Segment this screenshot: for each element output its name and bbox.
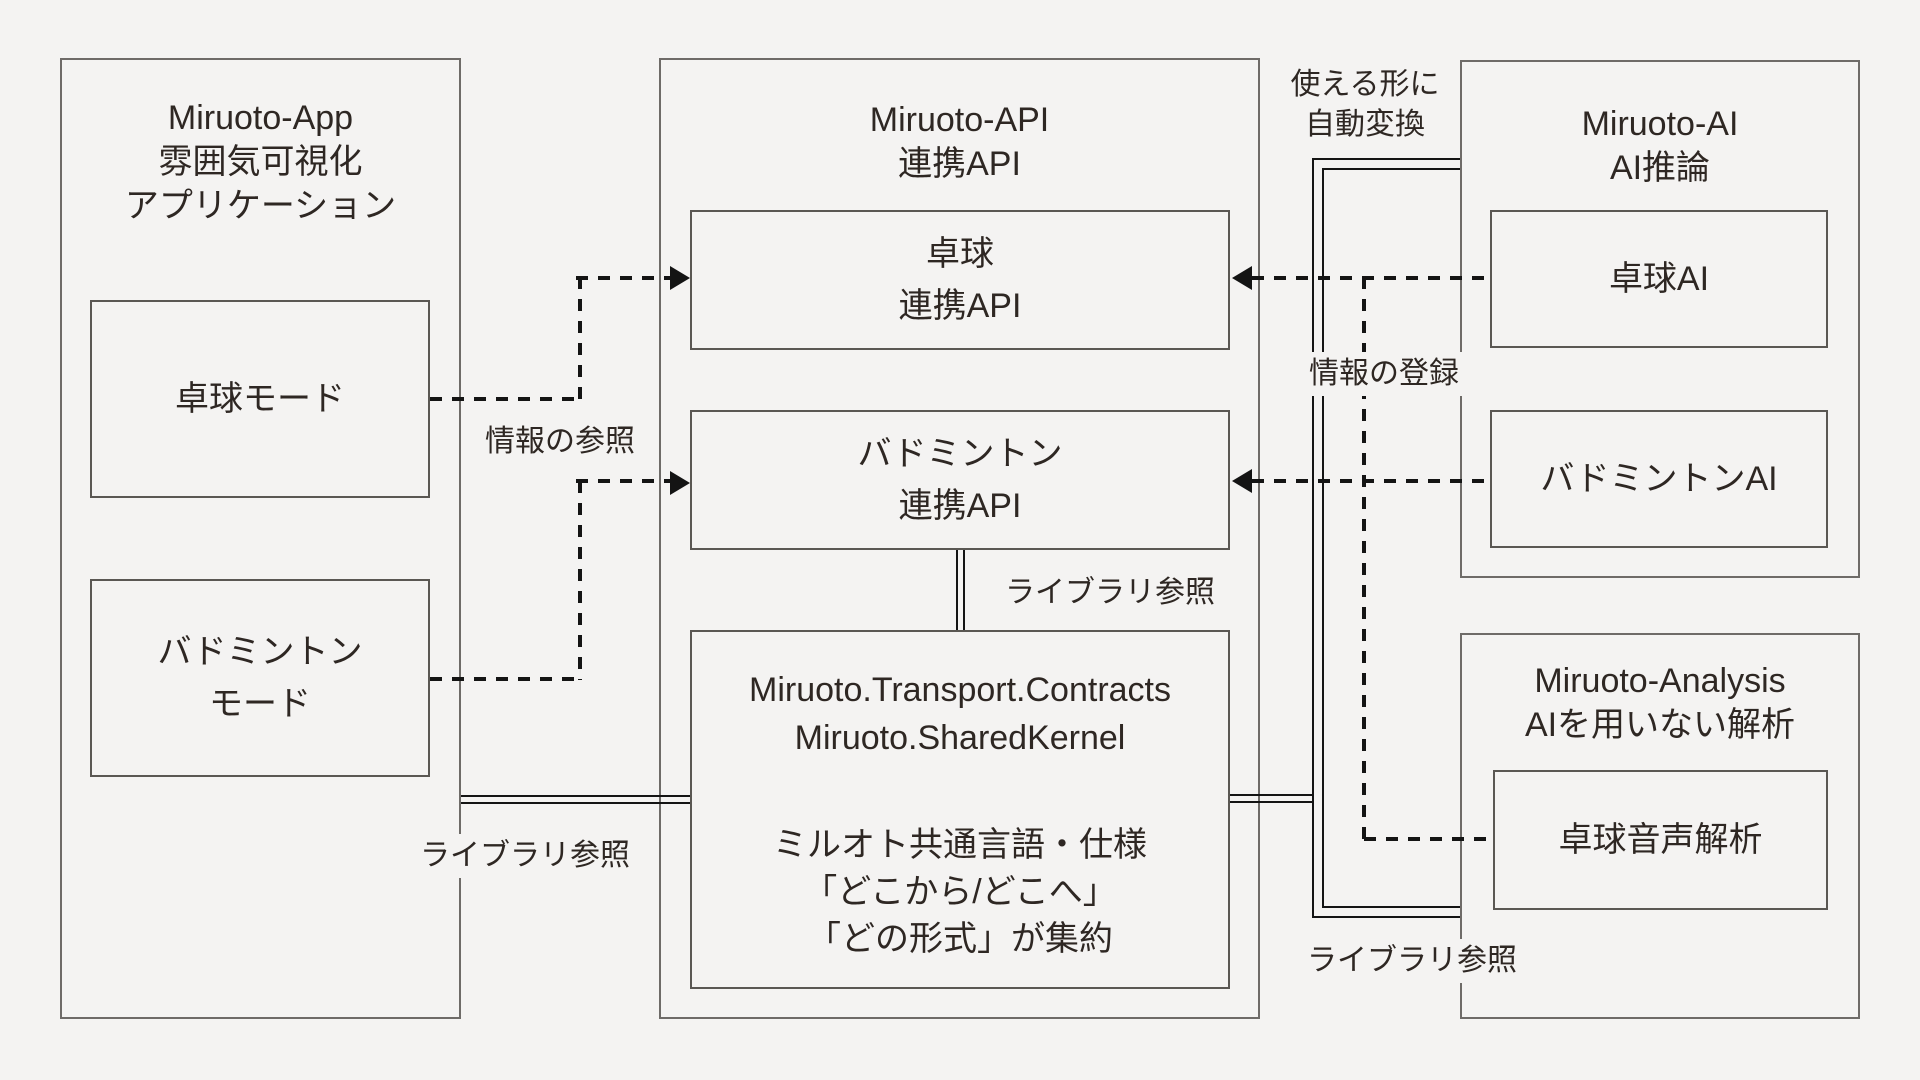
arrowhead-into-takkyu-api-left xyxy=(670,266,690,290)
dashed-onsei-riser xyxy=(1362,277,1366,839)
double-line-contracts-to-bus xyxy=(1230,794,1314,803)
takkyu-onsei-box: 卓球音声解析 xyxy=(1493,770,1828,910)
api-container-title: Miruoto-API 連携API xyxy=(869,101,1050,183)
dashed-takkyu-mode-out xyxy=(430,397,580,401)
auto-convert-label: 使える形に 自動変換 xyxy=(1284,63,1446,147)
contracts-box: Miruoto.Transport.Contracts Miruoto.Shar… xyxy=(690,630,1230,989)
takkyu-ai-box: 卓球AI xyxy=(1490,210,1828,348)
arrowhead-into-badminton-api-left xyxy=(670,471,690,495)
arrowhead-into-badminton-api-right xyxy=(1232,469,1252,493)
dashed-badminton-mode-riser xyxy=(578,481,582,680)
dashed-takkyu-ai-to-api xyxy=(1252,276,1490,280)
double-line-bus-outer xyxy=(1312,158,1460,918)
library-reference-label-right: ライブラリ参照 xyxy=(1301,939,1523,983)
analysis-container-title: Miruoto-Analysis AIを用いない解析 xyxy=(1524,662,1796,744)
dashed-badminton-mode-in xyxy=(576,479,674,483)
dashed-badminton-mode-out xyxy=(430,677,580,681)
library-reference-label-mid: ライブラリ参照 xyxy=(999,571,1221,615)
takkyu-api-box: 卓球 連携API xyxy=(690,210,1230,350)
contracts-description: ミルオト共通言語・仕様 「どこから/どこへ」 「どの形式」が集約 xyxy=(773,826,1147,958)
info-reference-label: 情報の参照 xyxy=(479,420,641,464)
api-container: Miruoto-API 連携API xyxy=(659,58,1260,1019)
app-container-title: Miruoto-App 雰囲気可視化 アプリケーション xyxy=(124,99,397,225)
badminton-ai-box: バドミントンAI xyxy=(1490,410,1828,548)
arrowhead-into-takkyu-api-right xyxy=(1232,266,1252,290)
dashed-badminton-ai-to-api xyxy=(1252,479,1490,483)
badminton-mode-box: バドミントン モード xyxy=(90,579,430,777)
double-line-app-to-contracts xyxy=(461,795,690,804)
info-register-label: 情報の登録 xyxy=(1303,352,1465,396)
dashed-takkyu-mode-riser xyxy=(578,277,582,400)
app-container: Miruoto-App 雰囲気可視化 アプリケーション xyxy=(60,58,461,1019)
analysis-container: Miruoto-Analysis AIを用いない解析 xyxy=(1460,633,1860,1019)
dashed-takkyu-mode-in xyxy=(576,276,674,280)
double-line-badminton-api-to-contracts xyxy=(956,550,965,630)
takkyu-mode-box: 卓球モード xyxy=(90,300,430,498)
ai-container-title: Miruoto-AI AI推論 xyxy=(1581,105,1739,187)
contracts-package-names: Miruoto.Transport.Contracts Miruoto.Shar… xyxy=(749,671,1171,757)
double-line-bus-inner xyxy=(1322,168,1460,908)
library-reference-label-left: ライブラリ参照 xyxy=(414,834,636,878)
dashed-onsei-out xyxy=(1364,837,1493,841)
badminton-api-box: バドミントン 連携API xyxy=(690,410,1230,550)
ai-container: Miruoto-AI AI推論 xyxy=(1460,60,1860,578)
